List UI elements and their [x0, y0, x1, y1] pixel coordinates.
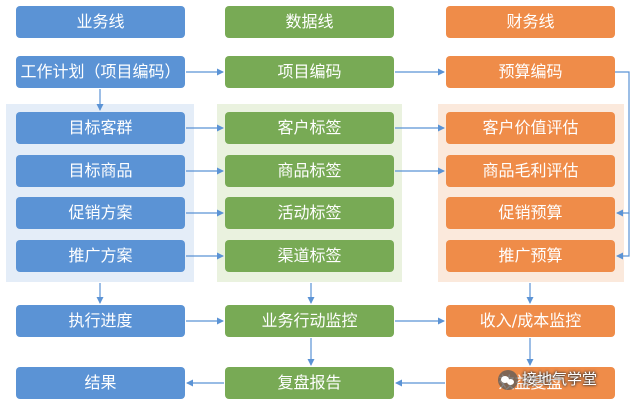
ad-budget-box: 推广预算 [446, 240, 615, 272]
target-customer-box: 目标客群 [16, 112, 185, 144]
watermark: 接地气学堂 [498, 362, 638, 396]
project-code-box: 项目编码 [225, 56, 394, 88]
product-margin-box: 商品毛利评估 [446, 155, 615, 187]
target-product-box: 目标商品 [16, 155, 185, 187]
action-monitor-box: 业务行动监控 [225, 305, 394, 337]
budget-code-box: 预算编码 [446, 56, 615, 88]
execution-progress-box: 执行进度 [16, 305, 185, 337]
arrow-plan-to-promo-budget [615, 71, 630, 217]
review-report-box: 复盘报告 [225, 367, 394, 399]
watermark-text: 接地气学堂 [522, 370, 598, 388]
customer-value-box: 客户价值评估 [446, 112, 615, 144]
business-line-header: 业务线 [16, 6, 185, 38]
activity-tag-box: 活动标签 [225, 197, 394, 229]
arrow-plan-to-ad-budget [616, 213, 630, 260]
product-tag-box: 商品标签 [225, 155, 394, 187]
data-line-header: 数据线 [225, 6, 394, 38]
work-plan-box: 工作计划（项目编码） [16, 56, 185, 88]
customer-tag-box: 客户标签 [225, 112, 394, 144]
wechat-icon [498, 369, 518, 390]
result-box: 结果 [16, 367, 185, 399]
ad-plan-box: 推广方案 [16, 240, 185, 272]
channel-tag-box: 渠道标签 [225, 240, 394, 272]
income-cost-monitor-box: 收入/成本监控 [446, 305, 615, 337]
finance-line-header: 财务线 [446, 6, 615, 38]
promo-plan-box: 促销方案 [16, 197, 185, 229]
promo-budget-box: 促销预算 [446, 197, 615, 229]
